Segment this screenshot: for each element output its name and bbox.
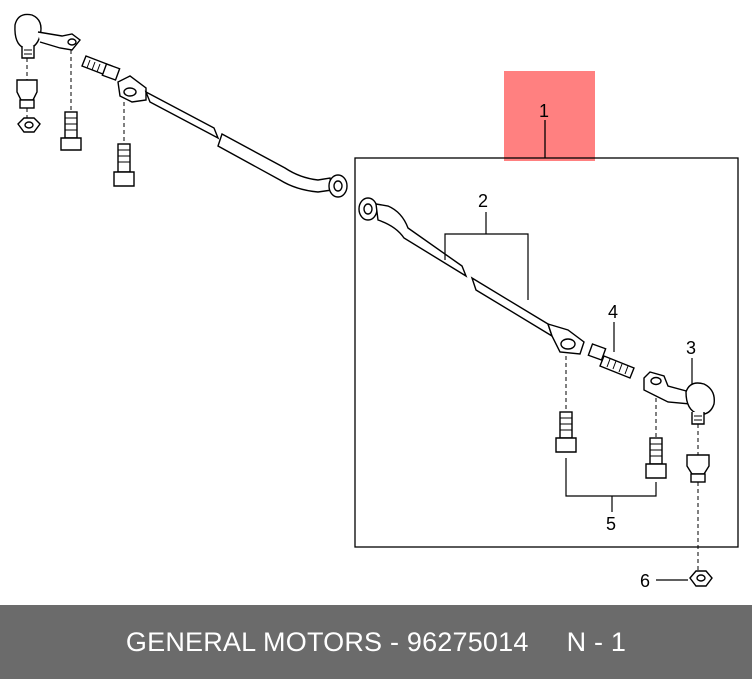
right-rod (375, 203, 468, 278)
callout-4-label: 4 (608, 302, 618, 322)
left-ball-joint (14, 13, 81, 59)
footer-bar: GENERAL MOTORS - 96275014 N - 1 (0, 605, 752, 679)
left-adjuster-bolt (81, 55, 121, 81)
callout-1-label: 1 (539, 101, 549, 121)
bolt-5a (555, 411, 577, 453)
callout-6-label: 6 (640, 571, 650, 591)
footer-part-number: GENERAL MOTORS - 96275014 (125, 626, 529, 657)
right-tie-rod-assembly (358, 197, 715, 587)
callout-5-label: 5 (606, 514, 616, 534)
left-tie-rod-assembly (14, 13, 348, 198)
footer-quantity: N - 1 (566, 626, 627, 657)
callout-2-label: 2 (478, 191, 488, 211)
left-nut (17, 117, 41, 133)
left-clamp (117, 75, 147, 103)
left-rod (144, 90, 220, 140)
ball-stud-lower (686, 454, 710, 483)
callout-3-label: 3 (686, 338, 696, 358)
callout-2 (444, 212, 529, 300)
right-rod-2 (470, 276, 554, 338)
callout-1-highlight (504, 71, 595, 161)
tie-rod-end-3 (643, 371, 715, 425)
left-rod-2 (217, 132, 333, 193)
assembly-frame (354, 157, 739, 548)
right-clamp (546, 322, 585, 355)
left-ball-stud (16, 79, 38, 109)
parts-diagram: 1 (14, 13, 739, 591)
nut-6 (689, 570, 713, 587)
left-bolt-2 (113, 143, 135, 187)
bolt-5b (645, 437, 667, 479)
callout-5 (565, 458, 657, 512)
adjuster-bolt-4 (587, 343, 635, 379)
left-bolt-1 (60, 111, 82, 151)
